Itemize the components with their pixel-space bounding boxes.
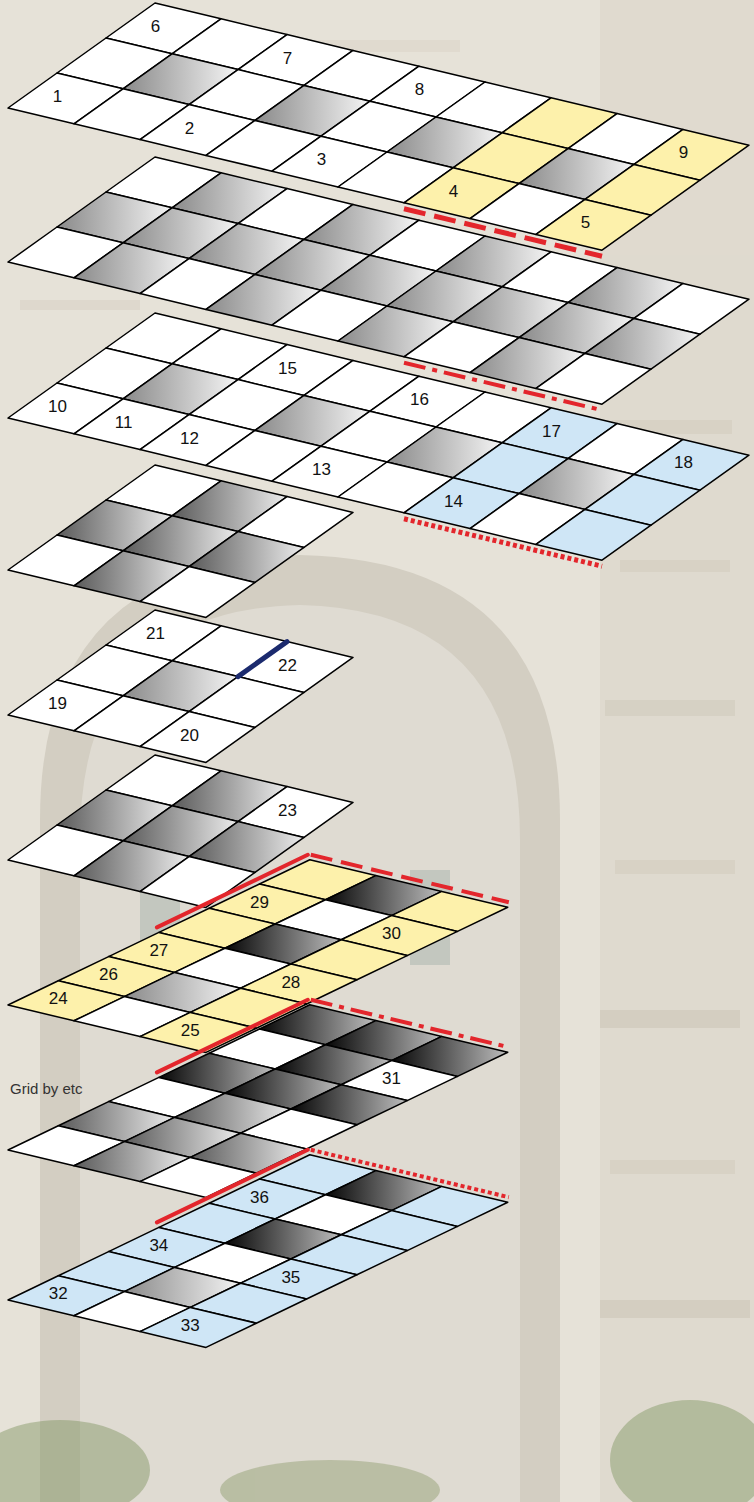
callout-number: 22 (278, 657, 297, 674)
edge-mark (157, 1000, 308, 1073)
callout-number: 35 (281, 1269, 300, 1286)
greenery (0, 1400, 754, 1502)
callout-number: 26 (99, 966, 118, 983)
callout-number: 27 (149, 942, 168, 959)
callout-number: 4 (449, 183, 458, 200)
callout-number: 15 (278, 360, 297, 377)
callout-number: 10 (48, 398, 67, 415)
callout-number: 28 (281, 974, 300, 991)
edge-mark (311, 1000, 509, 1047)
callout-number: 7 (283, 50, 292, 67)
edge-marks (157, 209, 602, 1223)
callout-number: 25 (181, 1022, 200, 1039)
edge-mark (157, 1150, 308, 1223)
grid-cell (536, 509, 651, 560)
wall-texture (20, 0, 754, 1502)
edge-mark (404, 363, 602, 410)
callout-number: 30 (382, 925, 401, 942)
credit-note: Grid by etc (10, 1081, 83, 1096)
callout-number: 18 (674, 454, 693, 471)
edge-mark (404, 519, 602, 566)
callout-number: 9 (679, 144, 688, 161)
grid-cell (536, 199, 651, 250)
callout-number: 8 (415, 81, 424, 98)
edge-mark (311, 1150, 509, 1197)
callout-number: 1 (53, 88, 62, 105)
callout-number: 6 (151, 18, 160, 35)
callout-number: 14 (444, 493, 463, 510)
edge-mark (404, 209, 602, 256)
callout-number: 3 (317, 151, 326, 168)
callout-number: 16 (410, 391, 429, 408)
callout-number: 19 (48, 695, 67, 712)
callout-number: 2 (185, 120, 194, 137)
callout-number: 33 (181, 1317, 200, 1334)
callout-number: 29 (250, 894, 269, 911)
callout-number: 31 (382, 1070, 401, 1087)
callout-number: 5 (581, 214, 590, 231)
grid-layers (8, 3, 749, 1347)
callout-number: 12 (180, 430, 199, 447)
callout-number: 24 (49, 990, 68, 1007)
callout-number: 34 (149, 1237, 168, 1254)
edge-mark (157, 855, 308, 928)
grid-cell (140, 1307, 256, 1347)
callout-number: 32 (49, 1285, 68, 1302)
callout-number: 23 (278, 802, 297, 819)
callout-number: 20 (180, 727, 199, 744)
callout-number: 11 (115, 414, 133, 431)
edge-mark (311, 855, 509, 902)
callout-number: 21 (146, 625, 165, 642)
callout-number: 36 (250, 1189, 269, 1206)
callout-number: 17 (542, 423, 561, 440)
callout-number: 13 (312, 461, 331, 478)
